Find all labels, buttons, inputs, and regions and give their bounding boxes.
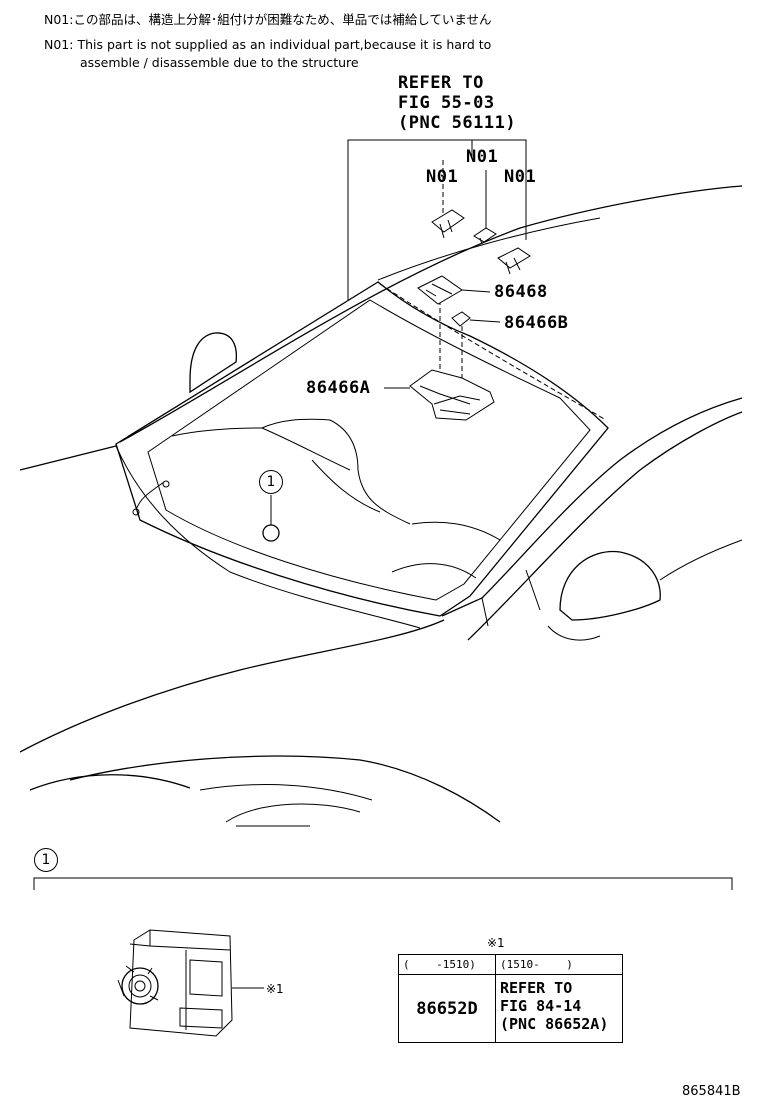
hood-line [19, 619, 445, 753]
refer-to-line-3: (PNC 56111) [398, 113, 517, 133]
mirror-right [559, 550, 661, 621]
note-english-line-1: N01: This part is not supplied as an ind… [44, 37, 492, 52]
note-english-line-2: assemble / disassemble due to the struct… [80, 55, 359, 70]
callout-n01-left: N01 [426, 167, 459, 187]
circle-marker-1-top: 1 [259, 470, 283, 494]
part-86466b [451, 311, 501, 327]
reference-table: ( -1510) (1510- ) 86652D REFER TO FIG 84… [398, 954, 623, 1043]
refer-to-line-2: FIG 55-03 [398, 93, 495, 113]
table-part-number: 86652D [398, 974, 496, 1043]
circle-marker-1-section: 1 [34, 848, 58, 872]
refer-to-line-1: REFER TO [398, 73, 484, 93]
refer-bracket [347, 139, 527, 300]
table-col-header-before: ( -1510) [398, 954, 496, 975]
asterisk-label-sensor: ※1 [266, 982, 284, 996]
callout-86468: 86468 [494, 282, 548, 302]
callout-86466a: 86466A [306, 378, 371, 398]
clip-center [473, 227, 497, 245]
callout-n01-right: N01 [504, 167, 537, 187]
clip-left [431, 209, 465, 239]
table-refer-cell: REFER TO FIG 84-14 (PNC 86652A) [495, 974, 623, 1043]
note-japanese: N01:この部品は、構造上分解･組付けが困難なため、単品では補給していません [44, 12, 492, 27]
asterisk-label-table: ※1 [487, 936, 505, 950]
rain-sensor-drawing [117, 929, 264, 1037]
callout-86466b: 86466B [504, 313, 569, 333]
section-bracket [33, 877, 733, 890]
table-refer-line-1: REFER TO [500, 979, 573, 997]
table-refer-line-2: FIG 84-14 [500, 997, 582, 1015]
callout-n01-center: N01 [466, 147, 499, 167]
part-86468 [417, 275, 491, 305]
clip-right [497, 247, 531, 275]
mirror-left [189, 332, 238, 394]
sensor-location-marker [262, 524, 280, 542]
table-refer-line-3: (PNC 86652A) [500, 1015, 609, 1033]
windshield-outer [115, 281, 609, 617]
part-86466a [384, 369, 495, 421]
table-col-header-after: (1510- ) [495, 954, 623, 975]
drawing-id: 865841B [682, 1084, 741, 1099]
